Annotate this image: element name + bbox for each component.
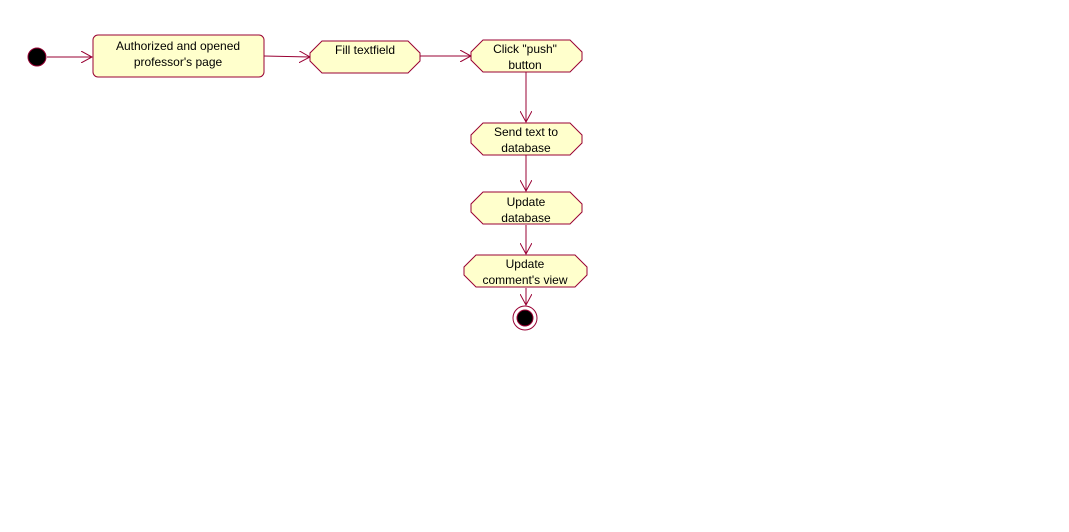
action-click-push-button-line-2: button [508, 58, 541, 72]
action-update-comments-view: Update comment's view [463, 254, 588, 288]
action-send-text-line-2: database [501, 141, 551, 155]
action-update-view-line-1: Update [506, 257, 545, 271]
edges [47, 56, 526, 305]
action-update-view-line-2: comment's view [483, 273, 568, 287]
initial-state [27, 47, 47, 67]
action-opened-professors-page: Authorized and opened professor's page [92, 34, 265, 78]
action-fill-textfield: Fill textfield [309, 40, 421, 74]
action-send-text-line-1: Send text to [494, 125, 558, 139]
action-update-database-line-1: Update [507, 195, 546, 209]
final-state [512, 305, 538, 331]
action-send-text-to-database: Send text to database [470, 122, 583, 156]
action-click-push-button-line-1: Click "push" [493, 42, 557, 56]
action-fill-textfield-line-1: Fill textfield [335, 43, 395, 57]
action-opened-professors-page-line-2: professor's page [134, 55, 223, 69]
action-opened-professors-page-line-1: Authorized and opened [116, 39, 240, 53]
edge-opened-page-to-fill-textfield [263, 56, 310, 57]
action-update-database: Update database [470, 191, 583, 225]
action-click-push-button: Click "push" button [470, 39, 583, 73]
action-update-database-line-2: database [501, 211, 551, 225]
